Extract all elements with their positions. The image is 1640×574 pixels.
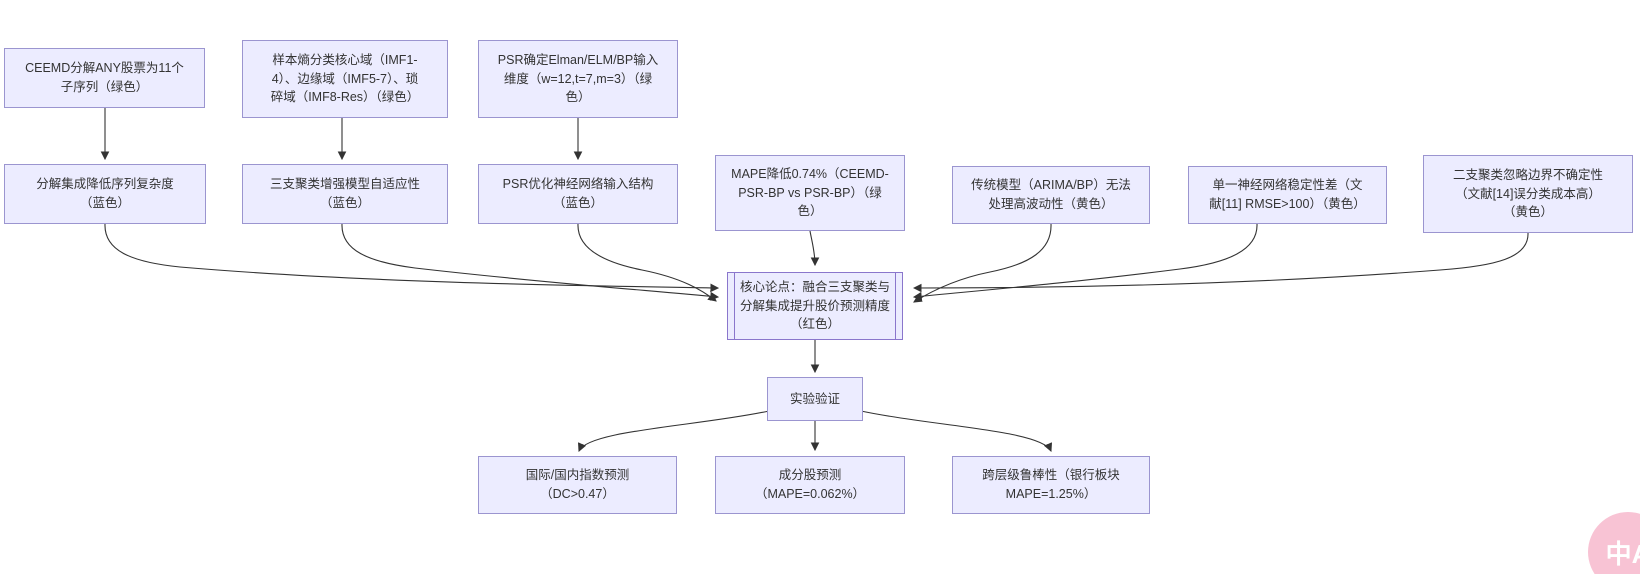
node-twoway-limit: 二支聚类忽略边界不确定性 （文献[14]误分类成本高） （黄色）	[1423, 155, 1633, 233]
node-single-nn-limit: 单一神经网络稳定性差（文 献[11] RMSE>100）（黄色）	[1188, 166, 1387, 224]
edge-exp-index	[578, 410, 770, 453]
node-core-thesis: 核心论点：融合三支聚类与 分解集成提升股价预测精度 （红色）	[727, 272, 903, 340]
node-psr-benefit: PSR优化神经网络输入结构 （蓝色）	[478, 164, 678, 224]
node-mape-evidence: MAPE降低0.74%（CEEMD- PSR-BP vs PSR-BP）（绿 色…	[715, 155, 905, 231]
edge-threeway-core	[341, 223, 720, 301]
node-sample-entropy: 样本熵分类核心域（IMF1- 4）、边缘域（IMF5-7）、琐 碎域（IMF8-…	[242, 40, 448, 118]
node-ceemd-decompose: CEEMD分解ANY股票为11个 子序列（绿色）	[4, 48, 205, 108]
edge-psropt-core	[577, 223, 717, 302]
node-index-prediction: 国际/国内指数预测 （DC>0.47）	[478, 456, 677, 514]
node-bank-robustness: 跨层级鲁棒性（银行板块 MAPE=1.25%）	[952, 456, 1150, 514]
edge-exp-bank	[860, 410, 1052, 453]
node-threeway-benefit: 三支聚类增强模型自适应性 （蓝色）	[242, 164, 448, 224]
edge-twoway-core	[912, 232, 1529, 293]
node-experiment: 实验验证	[767, 377, 863, 421]
node-traditional-limit: 传统模型（ARIMA/BP）无法 处理高波动性（黄色）	[952, 166, 1150, 224]
language-toggle-button[interactable]: 中A	[1588, 512, 1640, 574]
node-stock-prediction: 成分股预测 （MAPE=0.062%）	[715, 456, 905, 514]
node-decompose-benefit: 分解集成降低序列复杂度 （蓝色）	[4, 164, 206, 224]
node-psr-dimension: PSR确定Elman/ELM/BP输入 维度（w=12,t=7,m=3）（绿 色…	[478, 40, 678, 118]
edge-singlenn-core	[912, 223, 1258, 301]
language-toggle-icon: 中A	[1605, 538, 1640, 569]
edge-mape-core	[809, 230, 820, 267]
edge-decomp-core	[104, 223, 720, 293]
edge-arima-core	[913, 223, 1052, 303]
